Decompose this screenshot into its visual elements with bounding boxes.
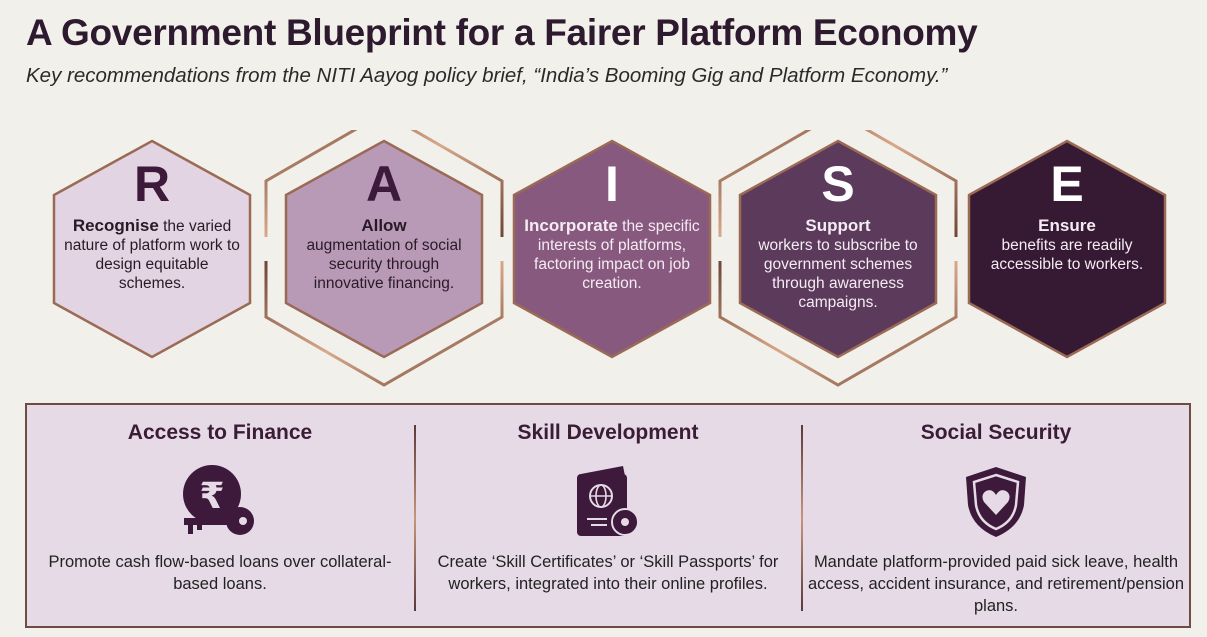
rupee-key-icon: ₹ bbox=[27, 461, 413, 543]
raise-letter: I bbox=[605, 156, 619, 212]
hexagon-ensure bbox=[967, 139, 1167, 359]
divider bbox=[414, 425, 416, 611]
divider bbox=[801, 425, 803, 611]
hexagon-frame bbox=[718, 261, 958, 387]
pillar-text: Create ‘Skill Certificates’ or ‘Skill Pa… bbox=[437, 553, 779, 593]
pillar-title: Skill Development bbox=[517, 421, 699, 444]
hexagon-text-recognise: R Recognise the varied nature of platform… bbox=[62, 158, 242, 293]
hexagon-incorporate bbox=[512, 139, 712, 359]
pillar-title: Social Security bbox=[920, 421, 1072, 444]
raise-description: benefits are readily accessible to worke… bbox=[990, 237, 1144, 273]
raise-keyword: Incorporate bbox=[524, 216, 618, 235]
hexagon-recognise bbox=[52, 139, 252, 359]
raise-description: augmentation of social security through … bbox=[306, 237, 462, 292]
raise-keyword: Allow bbox=[361, 216, 407, 235]
hexagon-allow bbox=[284, 139, 484, 359]
raise-keyword: Ensure bbox=[1038, 216, 1096, 235]
page-subtitle: Key recommendations from the NITI Aayog … bbox=[26, 64, 948, 87]
pillar-social-security: Social Security Mandate platform-provide… bbox=[803, 421, 1189, 617]
hexagon-frame bbox=[264, 261, 504, 387]
pillar-title: Access to Finance bbox=[127, 421, 313, 444]
hexagon-support bbox=[738, 139, 938, 359]
hexagon-text-incorporate: I Incorporate the specific interests of p… bbox=[522, 158, 702, 293]
raise-letter: A bbox=[365, 156, 403, 212]
passport-gear-icon bbox=[415, 461, 801, 543]
raise-hexagon-diagram bbox=[52, 130, 1167, 387]
raise-keyword: Recognise bbox=[72, 216, 159, 235]
raise-letter: R bbox=[133, 156, 171, 212]
policy-pillars-panel: Access to Finance ₹ Promote cash flow-ba… bbox=[25, 403, 1191, 628]
hexagon-text-support: S Support workers to subscribe to governme… bbox=[748, 158, 928, 312]
raise-inline-text: the bbox=[158, 218, 185, 235]
pillar-skill-development: Skill Development Create ‘Skill Certific… bbox=[415, 421, 801, 595]
page-title: A Government Blueprint for a Fairer Plat… bbox=[26, 12, 978, 53]
raise-inline-text: the bbox=[617, 218, 644, 235]
raise-letter: S bbox=[821, 156, 855, 212]
pillar-text: Promote cash flow-based loans over colla… bbox=[48, 553, 392, 593]
svg-text:₹: ₹ bbox=[199, 476, 224, 517]
hexagon-frame bbox=[718, 130, 958, 237]
raise-description: varied nature of platform work to design… bbox=[64, 218, 240, 292]
raise-keyword: Support bbox=[805, 216, 871, 235]
pillar-access-to-finance: Access to Finance ₹ Promote cash flow-ba… bbox=[27, 421, 413, 595]
hexagon-text-ensure: E Ensure benefits are readily accessible t… bbox=[977, 158, 1157, 274]
raise-description: workers to subscribe to government schem… bbox=[758, 237, 918, 311]
raise-description: specific interests of platforms, factori… bbox=[534, 218, 700, 292]
hexagon-text-allow: A Allow augmentation of social security th… bbox=[294, 158, 474, 293]
shield-heart-icon bbox=[803, 461, 1189, 543]
hexagon-frame bbox=[264, 130, 504, 237]
raise-letter: E bbox=[1050, 156, 1084, 212]
pillar-text: Mandate platform-provided paid sick leav… bbox=[807, 553, 1185, 615]
